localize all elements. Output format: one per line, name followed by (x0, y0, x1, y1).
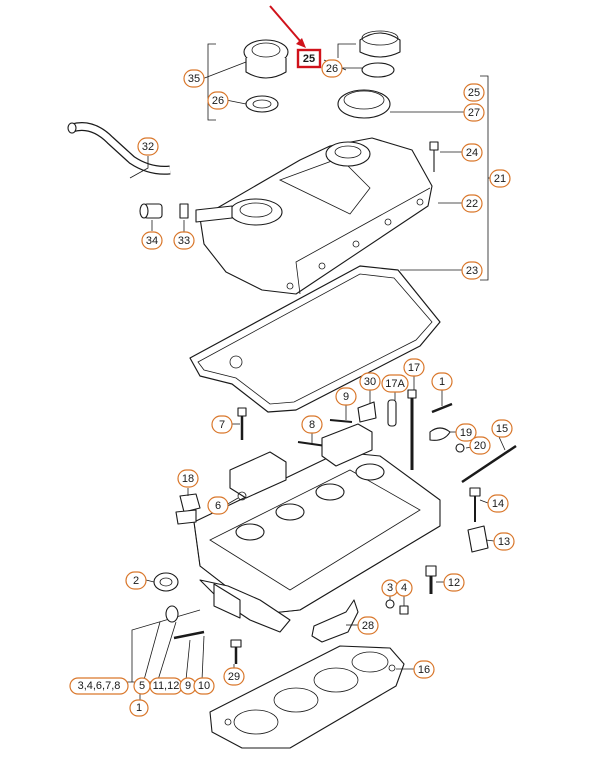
callout-21-label: 21 (494, 173, 506, 185)
callout-34[interactable] (141, 231, 163, 250)
callout-20-label: 20 (474, 440, 486, 452)
callout-16-label: 16 (418, 664, 430, 676)
callout-16[interactable] (413, 660, 435, 679)
callout-9-bottom-label: 9 (185, 680, 191, 692)
callout-33[interactable] (173, 231, 195, 250)
callout-1-bottom[interactable] (129, 699, 149, 717)
callout-25-highlighted[interactable] (296, 48, 322, 69)
callout-7[interactable] (211, 415, 233, 434)
callout-26-left-label: 26 (212, 95, 224, 107)
lower-right-parts (311, 565, 437, 643)
callout-20[interactable] (469, 436, 491, 455)
callout-4[interactable] (395, 579, 413, 597)
callout-23-label: 23 (466, 265, 478, 277)
callout-25[interactable] (463, 83, 485, 102)
callout-1-top-label: 1 (439, 376, 445, 388)
callout-6-label: 6 (215, 500, 221, 512)
callout-32[interactable] (137, 137, 159, 156)
oil-filler-cap (337, 30, 401, 119)
callout-15[interactable] (491, 419, 513, 438)
callout-3-4-6-7-8[interactable] (69, 677, 129, 695)
callout-33-label: 33 (178, 235, 190, 247)
callout-8-label: 8 (309, 419, 315, 431)
callout-22[interactable] (461, 194, 483, 213)
callout-26-right-label: 26 (326, 63, 338, 75)
callout-17a[interactable] (381, 374, 409, 393)
callout-15-label: 15 (496, 423, 508, 435)
callout-24-label: 24 (466, 147, 478, 159)
callout-24[interactable] (461, 143, 483, 162)
callout-27-label: 27 (468, 107, 480, 119)
cover-screw (429, 141, 439, 172)
callout-10-label: 10 (198, 680, 210, 692)
callout-2[interactable] (125, 571, 147, 590)
callout-12[interactable] (443, 573, 465, 592)
callout-22-label: 22 (466, 198, 478, 210)
callout-23[interactable] (461, 261, 483, 280)
highlight-arrow (269, 5, 306, 48)
callout-29[interactable] (223, 667, 245, 686)
callout-21[interactable] (489, 169, 511, 188)
callout-35[interactable] (183, 69, 205, 88)
callout-9-label: 9 (343, 391, 349, 403)
callout-11-12-label: 11,12 (153, 680, 180, 692)
callout-14[interactable] (487, 494, 509, 513)
callout-9[interactable] (335, 387, 357, 406)
callout-3-label: 3 (387, 582, 393, 594)
callout-25-label: 25 (468, 87, 480, 99)
callout-2-label: 2 (133, 575, 139, 587)
breather-hose (67, 122, 171, 175)
cover-gasket (189, 265, 441, 413)
hose-connectors (139, 203, 233, 223)
callout-26-right[interactable] (321, 59, 343, 78)
callout-17a-label: 17A (385, 378, 405, 390)
callout-25-highlighted-label: 25 (303, 53, 315, 65)
callout-18-label: 18 (182, 473, 194, 485)
callout-19-label: 19 (460, 427, 472, 439)
filler-cap-assembly-left (243, 39, 289, 113)
callout-19[interactable] (455, 423, 477, 442)
callout-4-label: 4 (401, 582, 407, 594)
callout-29-label: 29 (228, 671, 240, 683)
callout-5-label: 5 (139, 680, 145, 692)
callout-13[interactable] (493, 532, 515, 551)
bearing-caps-and-sensor (175, 487, 489, 553)
callout-14-label: 14 (492, 498, 504, 510)
callout-1-bottom-label: 1 (136, 702, 142, 714)
callout-12-label: 12 (448, 577, 460, 589)
callout-34-label: 34 (146, 235, 158, 247)
callout-32-label: 32 (142, 141, 154, 153)
callout-30[interactable] (359, 372, 381, 391)
callout-7-label: 7 (219, 419, 225, 431)
callout-8[interactable] (301, 415, 323, 434)
lower-left-parts (153, 572, 242, 664)
callout-27[interactable] (463, 103, 485, 122)
cylinder-head-cover (199, 137, 433, 295)
callout-35-label: 35 (188, 73, 200, 85)
callout-17[interactable] (403, 358, 425, 377)
callouts: 35 26 25 26 25 27 24 21 22 23 32 34 33 3… (69, 48, 515, 717)
valve-components (237, 389, 517, 484)
callout-1-top[interactable] (431, 372, 453, 391)
callout-10[interactable] (193, 677, 215, 695)
head-gasket (209, 645, 405, 749)
callout-18[interactable] (177, 469, 199, 488)
callout-6[interactable] (207, 496, 229, 515)
callout-3-4-6-7-8-label: 3,4,6,7,8 (78, 680, 121, 692)
callout-13-label: 13 (498, 536, 510, 548)
callout-30-label: 30 (364, 376, 376, 388)
cylinder-head (193, 423, 441, 633)
callout-28-label: 28 (362, 620, 374, 632)
callout-17-label: 17 (408, 362, 420, 374)
callout-28[interactable] (357, 616, 379, 635)
callout-26-left[interactable] (207, 91, 229, 110)
